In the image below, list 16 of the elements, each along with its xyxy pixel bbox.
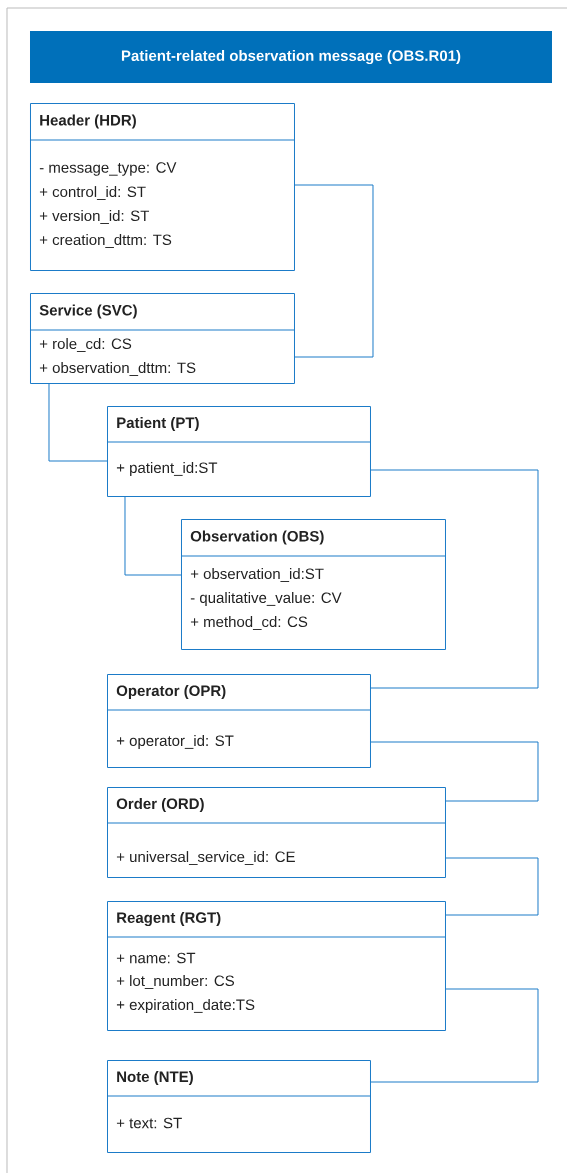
connector-line	[370, 741, 539, 802]
connector-line	[48, 383, 108, 462]
class-box: Operator (OPR) + operator_id: ST	[106, 674, 371, 768]
connector-line	[124, 496, 182, 576]
class-box: Order (ORD) + universal_service_id: CE	[106, 787, 446, 878]
connector-line	[370, 469, 539, 689]
title-bar: Patient-related observation message (OBS.R01)	[30, 31, 552, 83]
connector-line	[294, 184, 374, 358]
class-box: Note (NTE) + text: ST	[106, 1060, 371, 1153]
class-box: Patient (PT) + patient_id:ST	[106, 406, 371, 497]
connector-line	[445, 857, 539, 916]
class-box: Observation (OBS) + observation_id:ST - qualitative_value: CV + method_cd: CS	[180, 519, 446, 650]
class-box: Header (HDR) - message_type: CV + control_id: ST + version_id: ST + creation_dttm: TS	[29, 103, 295, 271]
connector-line	[370, 988, 539, 1083]
class-box: Reagent (RGT) + name: ST + lot_number: CS + expiration_date:TS	[106, 901, 446, 1031]
class-box: Service (SVC) + role_cd: CS + observation_dttm: TS	[29, 293, 295, 384]
